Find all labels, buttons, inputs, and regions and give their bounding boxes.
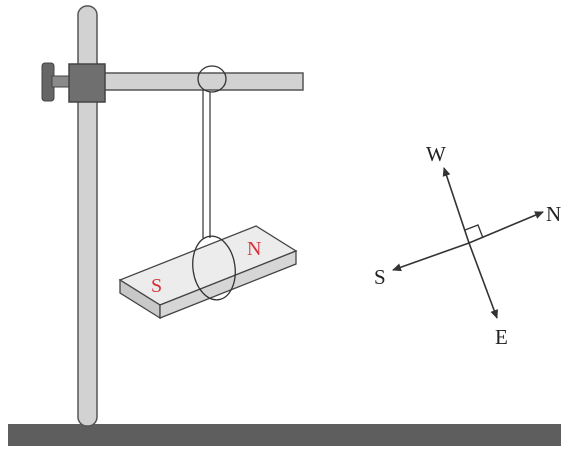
stand-arm	[96, 72, 304, 91]
right-angle-marker	[464, 224, 484, 239]
compass-north-label: N	[546, 202, 561, 226]
magnet-north-label: N	[247, 238, 261, 260]
compass-north-arrow	[468, 211, 544, 244]
compass-south-label: S	[374, 265, 386, 289]
compass-west-arrow	[442, 167, 470, 244]
hanging-string	[202, 90, 211, 238]
compass-rose: W N S E	[374, 142, 561, 349]
clamp-block	[68, 63, 106, 103]
bar-magnet	[118, 225, 298, 320]
compass-south-arrow	[392, 242, 470, 272]
string-loop-top	[197, 65, 227, 93]
magnet-side-face	[159, 250, 297, 319]
compass-east-label: E	[495, 325, 508, 349]
string-loop-magnet	[192, 235, 236, 301]
stand-rod	[77, 5, 98, 427]
magnet-south-label: S	[151, 275, 162, 297]
compass-east-arrow	[468, 242, 498, 319]
compass-west-label: W	[426, 142, 446, 166]
table-base	[8, 424, 561, 446]
